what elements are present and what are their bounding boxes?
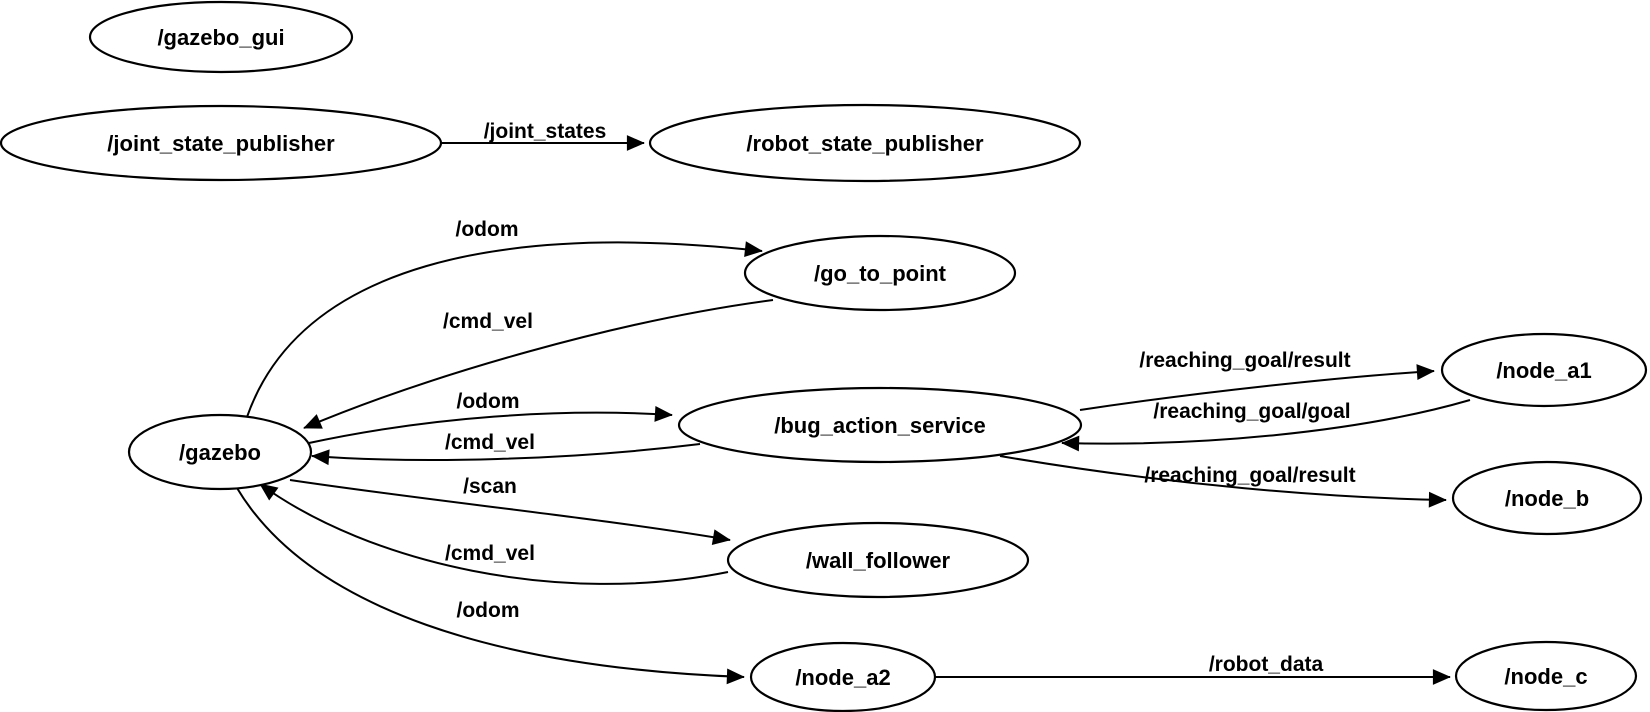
edge-bug_action_service-to-gazebo	[311, 443, 701, 466]
node-node_a1	[1440, 332, 1648, 408]
edge-bug_action_service-to-node_b	[999, 455, 1447, 508]
edge-node_a1-to-bug_action_service	[1061, 399, 1471, 452]
node-node_c	[1454, 640, 1638, 712]
node-label-wall_follower: /wall_follower	[806, 548, 951, 573]
node-node_a2	[749, 641, 937, 712]
topic-label-joint_state_publisher-to-robot_state_publisher: /joint_states	[484, 120, 607, 143]
topic-label-gazebo-to-bug_action_service: /odom	[457, 390, 520, 413]
node-label-gazebo_gui: /gazebo_gui	[157, 25, 284, 50]
edge-go_to_point-to-gazebo	[303, 299, 774, 429]
topic-label-bug_action_service-to-node_a1: /reaching_goal/result	[1139, 349, 1350, 372]
node-label-joint_state_publisher: /joint_state_publisher	[107, 131, 335, 156]
topic-label-gazebo-to-go_to_point: /odom	[456, 218, 519, 241]
edge-gazebo-to-go_to_point	[246, 241, 763, 418]
node-label-bug_action_service: /bug_action_service	[774, 413, 986, 438]
node-label-node_b: /node_b	[1505, 486, 1589, 511]
node-gazebo_gui	[88, 0, 354, 74]
topic-label-gazebo-to-wall_follower: /scan	[463, 475, 517, 498]
node-wall_follower	[726, 521, 1030, 599]
node-label-robot_state_publisher: /robot_state_publisher	[746, 131, 984, 156]
edge-wall_follower-to-gazebo	[259, 483, 729, 585]
edge-gazebo-to-node_a2	[236, 487, 745, 685]
node-robot_state_publisher	[648, 103, 1082, 183]
edge-gazebo-to-wall_follower	[289, 479, 731, 545]
topic-label-bug_action_service-to-node_b: /reaching_goal/result	[1144, 464, 1355, 487]
node-go_to_point	[743, 234, 1017, 312]
node-label-node_c: /node_c	[1504, 664, 1587, 689]
node-joint_state_publisher	[0, 104, 443, 182]
node-label-node_a1: /node_a1	[1496, 358, 1591, 383]
edges-layer: /joint_states/odom/cmd_vel/odom/cmd_vel /…	[236, 120, 1471, 685]
node-gazebo	[127, 413, 313, 491]
topic-label-wall_follower-to-gazebo: /cmd_vel	[445, 542, 535, 565]
node-node_b	[1451, 460, 1643, 536]
topic-label-go_to_point-to-gazebo: /cmd_vel	[443, 310, 533, 333]
node-bug_action_service	[677, 386, 1083, 464]
node-label-node_a2: /node_a2	[795, 665, 890, 690]
node-label-gazebo: /gazebo	[179, 440, 261, 465]
node-label-go_to_point: /go_to_point	[814, 261, 947, 286]
topic-label-bug_action_service-to-gazebo: /cmd_vel	[445, 431, 535, 454]
edge-bug_action_service-to-node_a1	[1079, 364, 1435, 411]
edge-gazebo-to-bug_action_service	[308, 406, 673, 444]
topic-label-node_a2-to-node_c: /robot_data	[1209, 653, 1324, 676]
topic-label-gazebo-to-node_a2: /odom	[457, 599, 520, 622]
topic-label-node_a1-to-bug_action_service: /reaching_goal/goal	[1153, 400, 1350, 423]
